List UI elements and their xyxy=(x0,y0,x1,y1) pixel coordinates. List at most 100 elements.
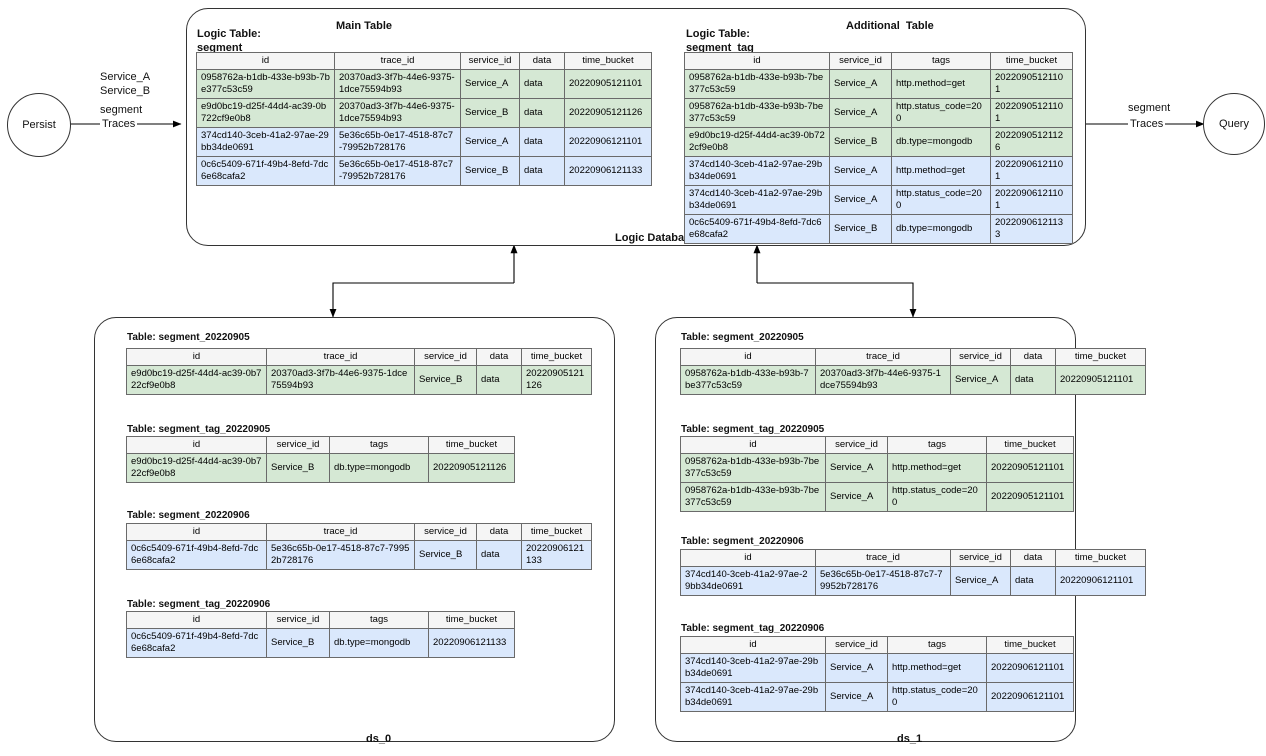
ds1-table-1-title: Table: segment_tag_20220905 xyxy=(681,424,825,435)
column-header-data: data xyxy=(476,348,522,366)
column-header-service_id: service_id xyxy=(460,52,520,70)
column-header-tags: tags xyxy=(329,611,429,629)
table-cell: 20220906121101 xyxy=(1055,566,1146,596)
table-cell: 20220906121101 xyxy=(564,127,652,157)
column-header-id: id xyxy=(680,348,816,366)
table-cell: Service_A xyxy=(950,365,1011,395)
table-cell: data xyxy=(476,540,522,570)
table-cell: Service_A xyxy=(829,156,892,186)
table-cell: Service_B xyxy=(460,98,520,128)
edge-left-label-service-b: Service_B xyxy=(100,85,151,97)
edge-logicdb-to-ds0 xyxy=(329,282,514,318)
table-cell: 0c6c5409-671f-49b4-8efd-7dc6e68cafa2 xyxy=(684,214,830,244)
query-node[interactable]: Query xyxy=(1203,93,1265,155)
ds1-table-3-title: Table: segment_tag_20220906 xyxy=(681,623,825,634)
table-cell: Service_A xyxy=(825,453,888,483)
ds0-table-0-title: Table: segment_20220905 xyxy=(127,332,250,343)
table-cell: http.method=get xyxy=(891,69,991,99)
ds0-caption: ds_0 xyxy=(366,733,392,745)
edge-right-label-traces: Traces xyxy=(1128,117,1166,131)
table-cell: 374cd140-3ceb-41a2-97ae-29bb34de0691 xyxy=(680,682,826,712)
column-header-id: id xyxy=(196,52,335,70)
table-cell: 5e36c65b-0e17-4518-87c7-79952b728176 xyxy=(334,156,461,186)
ds1-table-2-title: Table: segment_20220906 xyxy=(681,536,804,547)
ds0-table-1-title: Table: segment_tag_20220905 xyxy=(127,424,271,435)
column-header-id: id xyxy=(680,436,826,454)
table-cell: Service_A xyxy=(825,653,888,683)
additional-logic-table-label-2: segment_tag xyxy=(686,42,754,54)
edge-left-label-traces: Traces xyxy=(100,117,138,131)
table-cell: 20220906121101 xyxy=(990,156,1073,186)
persist-label: Persist xyxy=(22,119,56,131)
column-header-tags: tags xyxy=(329,436,429,454)
table-cell: 0958762a-b1db-433e-b93b-7be377c53c59 xyxy=(680,482,826,512)
table-cell: Service_B xyxy=(829,127,892,157)
table-cell: 20220906121101 xyxy=(990,185,1073,215)
column-header-trace_id: trace_id xyxy=(815,549,951,567)
table-cell: 20370ad3-3f7b-44e6-9375-1dce75594b93 xyxy=(334,69,461,99)
table-cell: http.method=get xyxy=(891,156,991,186)
column-header-time_bucket: time_bucket xyxy=(990,52,1073,70)
table-cell: 20220906121101 xyxy=(986,653,1074,683)
persist-node[interactable]: Persist xyxy=(7,93,71,157)
table-cell: 374cd140-3ceb-41a2-97ae-29bb34de0691 xyxy=(680,566,816,596)
main-table-heading: Main Table xyxy=(336,20,393,32)
table-cell: 374cd140-3ceb-41a2-97ae-29bb34de0691 xyxy=(684,156,830,186)
edge-left-label-service-a: Service_A xyxy=(100,71,151,83)
column-header-time_bucket: time_bucket xyxy=(521,348,592,366)
column-header-id: id xyxy=(680,636,826,654)
table-cell: Service_A xyxy=(825,682,888,712)
column-header-service_id: service_id xyxy=(829,52,892,70)
table-cell: http.status_code=200 xyxy=(891,185,991,215)
column-header-service_id: service_id xyxy=(414,348,477,366)
table-cell: data xyxy=(519,69,565,99)
table-cell: 20220906121133 xyxy=(428,628,515,658)
column-header-data: data xyxy=(1010,348,1056,366)
column-header-id: id xyxy=(126,348,267,366)
table-cell: 0c6c5409-671f-49b4-8efd-7dc6e68cafa2 xyxy=(126,628,267,658)
column-header-time_bucket: time_bucket xyxy=(564,52,652,70)
column-header-tags: tags xyxy=(891,52,991,70)
table-cell: db.type=mongodb xyxy=(329,628,429,658)
table-cell: data xyxy=(476,365,522,395)
